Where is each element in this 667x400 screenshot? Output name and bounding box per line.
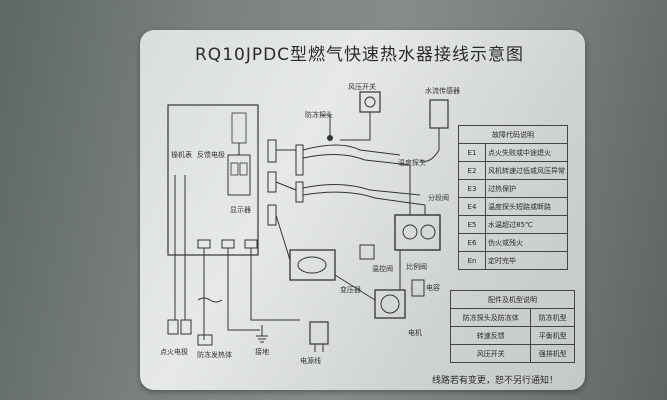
table-row: 防冻探头及防冻体防冻机型 [449, 308, 575, 327]
parts-table-header: 配件及机型说明 [450, 290, 575, 309]
label-wind-pressure-switch: 风压开关 [348, 83, 376, 91]
label-temp-probe: 温度探头 [398, 159, 426, 167]
motor [374, 289, 406, 319]
label-feedback-electrode: 反馈电极 [197, 151, 225, 159]
table-row: 转速反馈平衡机型 [449, 326, 575, 345]
control-board [167, 104, 259, 256]
connector [197, 239, 211, 249]
label-capacitor: 电容 [426, 284, 440, 292]
ribbon-connector [231, 112, 247, 144]
connector [221, 239, 235, 249]
label-transformer: 变压器 [340, 286, 361, 294]
control-valve [359, 244, 375, 260]
label-display-board: 显示器 [230, 206, 251, 214]
display-digit [239, 162, 248, 176]
label-power-cord: 电源线 [300, 357, 321, 365]
label-ground: 接地 [255, 348, 269, 356]
power-plug [309, 321, 329, 345]
capacitor [411, 279, 425, 297]
label-spark-electrode: 点火电极 [160, 348, 188, 356]
connector [244, 239, 258, 249]
gas-valve [394, 214, 441, 251]
fault-table-header: 故障代码说明 [458, 125, 568, 144]
label-motor: 电机 [408, 329, 422, 337]
label-control-valve: 温控阀 [372, 265, 393, 273]
label-anti-freeze-probe: 防冻探头 [305, 111, 333, 119]
label-ignition-needle: 操机表 [171, 151, 192, 159]
label-anti-freeze-heater: 防冻发热体 [197, 351, 232, 359]
display-digit [230, 162, 239, 176]
table-row: 风压开关强排机型 [449, 344, 575, 363]
footer-notice: 线路若有变更，恕不另行通知！ [432, 376, 559, 386]
connector [267, 139, 277, 163]
connector [295, 181, 304, 203]
label-water-sensor: 水流传感器 [425, 87, 460, 95]
diagram-title: RQ10JPDC型燃气快速热水器接线示意图 [195, 45, 525, 65]
wind-pressure-switch [359, 91, 381, 113]
connector [267, 204, 277, 226]
label-gas-valve: 比例阀 [406, 263, 427, 271]
water-sensor [429, 99, 449, 129]
connector [267, 171, 277, 193]
transformer [289, 249, 336, 281]
connector [295, 144, 304, 176]
label-flame-probe: 分段阀 [428, 194, 449, 202]
parts-model-table: 配件及机型说明 防冻探头及防冻体防冻机型 转速反馈平衡机型 风压开关强排机型 [449, 290, 575, 363]
